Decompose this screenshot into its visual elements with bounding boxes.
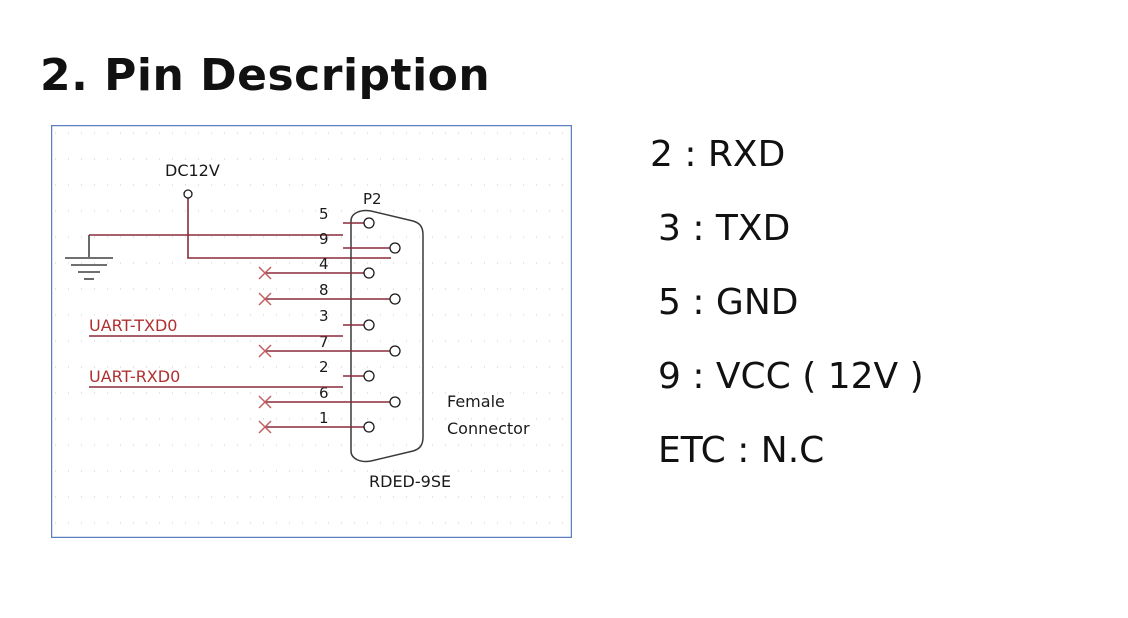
connector-part-number: RDED-9SE bbox=[369, 472, 451, 491]
ground-symbol bbox=[65, 235, 113, 280]
pin-contact bbox=[363, 319, 375, 331]
pin-contact bbox=[363, 421, 375, 433]
connector-ref: P2 bbox=[363, 190, 382, 208]
power-port bbox=[183, 189, 193, 199]
no-connect-marker bbox=[258, 344, 272, 358]
net-label-rxd: UART-RXD0 bbox=[89, 367, 180, 386]
pin-item-etc: ETC : N.C bbox=[658, 430, 825, 471]
net-label-txd: UART-TXD0 bbox=[89, 316, 177, 335]
no-connect-marker bbox=[258, 292, 272, 306]
pin-number-label: 9 bbox=[319, 230, 329, 248]
pin-contact bbox=[363, 217, 375, 229]
pin-number-label: 1 bbox=[319, 409, 329, 427]
pin-contact bbox=[389, 396, 401, 408]
pin-contact bbox=[389, 293, 401, 305]
connector-body bbox=[350, 209, 424, 463]
no-connect-marker bbox=[258, 395, 272, 409]
connector-desc-line1: Female bbox=[447, 392, 505, 411]
pin-contact bbox=[363, 267, 375, 279]
pin-number-label: 3 bbox=[319, 307, 329, 325]
pin-number-label: 2 bbox=[319, 358, 329, 376]
power-label: DC12V bbox=[165, 161, 220, 180]
pin-item-txd: 3 : TXD bbox=[658, 208, 791, 249]
schematic-diagram: DC12V P2 5 9 4 8 3 7 2 6 1 UART-TXD0 UART-RXD0 F… bbox=[51, 125, 572, 538]
pin-number-label: 5 bbox=[319, 205, 329, 223]
pin-number-label: 7 bbox=[319, 333, 329, 351]
page-title: 2. Pin Description bbox=[40, 50, 491, 101]
connector-desc-line2: Connector bbox=[447, 419, 530, 438]
pin-contact bbox=[363, 370, 375, 382]
pin-item-vcc: 9 : VCC ( 12V ) bbox=[658, 356, 924, 397]
vcc-wire bbox=[187, 198, 391, 259]
pin-contact bbox=[389, 242, 401, 254]
pin-item-rxd: 2 : RXD bbox=[650, 134, 786, 175]
pin-item-gnd: 5 : GND bbox=[658, 282, 799, 323]
pin-number-label: 4 bbox=[319, 255, 329, 273]
pin-contact bbox=[389, 345, 401, 357]
pin-number-label: 6 bbox=[319, 384, 329, 402]
no-connect-marker bbox=[258, 266, 272, 280]
schematic-border bbox=[51, 125, 572, 538]
pin-number-label: 8 bbox=[319, 281, 329, 299]
no-connect-marker bbox=[258, 420, 272, 434]
